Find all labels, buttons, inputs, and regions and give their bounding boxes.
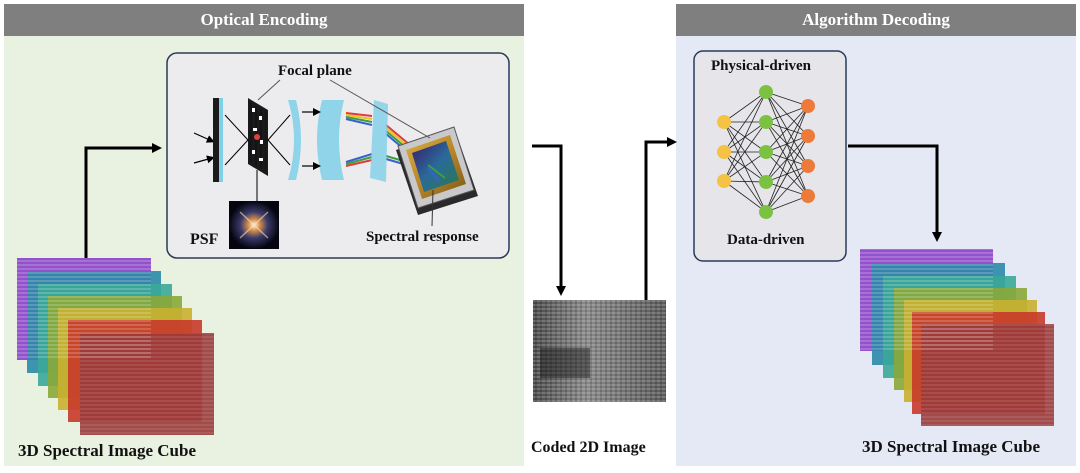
focal-plane-pointer: [257, 79, 431, 139]
network-to-cube-arrow: [848, 144, 942, 242]
network-input-layer: [717, 115, 731, 188]
network-node: [717, 174, 731, 188]
network-node: [759, 145, 773, 159]
optics-to-coded-arrow: [532, 144, 566, 296]
optical-encoding-header: Optical Encoding: [4, 4, 524, 36]
image-sensor: [396, 126, 478, 215]
object-plate: [213, 98, 223, 182]
prism: [370, 100, 388, 182]
spectral-response-label: Spectral response: [366, 229, 479, 245]
network-node: [759, 85, 773, 99]
coded-to-network-arrow: [644, 137, 677, 300]
network-node: [759, 175, 773, 189]
input-cube-label: 3D Spectral Image Cube: [18, 441, 197, 460]
incident-light-arrows: [193, 132, 215, 164]
coded-image-label: Coded 2D Image: [531, 439, 646, 456]
psf-image: [229, 170, 279, 249]
network-node: [801, 99, 815, 113]
physical-driven-label: Physical-driven: [711, 58, 811, 74]
network-node: [717, 115, 731, 129]
algorithm-decoding-header: Algorithm Decoding: [676, 4, 1076, 36]
output-cube-label: 3D Spectral Image Cube: [862, 437, 1041, 456]
propagation-arrows: [302, 108, 321, 170]
network-output-layer: [801, 99, 815, 203]
network-node: [801, 189, 815, 203]
spectral-response-pointer: [431, 189, 434, 227]
network-node: [801, 159, 815, 173]
network-node: [801, 129, 815, 143]
network-edges: [723, 91, 809, 213]
focal-plane-label: Focal plane: [278, 63, 352, 79]
output-spectral-cube: [860, 249, 1054, 426]
coded-2d-image: [533, 300, 666, 402]
network-node: [759, 205, 773, 219]
algorithm-decoding-panel: Algorithm Decoding: [676, 4, 1076, 466]
data-driven-label: Data-driven: [727, 232, 805, 248]
algorithm-decoding-title: Algorithm Decoding: [802, 10, 950, 29]
network-hidden-layer: [759, 85, 773, 219]
ray-lines-front: [224, 114, 291, 166]
network-node: [717, 145, 731, 159]
psf-label: PSF: [190, 231, 219, 248]
input-spectral-cube: [17, 258, 214, 435]
optical-encoding-title: Optical Encoding: [200, 10, 328, 29]
network-node: [759, 115, 773, 129]
lens-group: [288, 100, 344, 180]
cube-to-optics-arrow: [84, 143, 162, 258]
coded-mask: [248, 98, 268, 176]
